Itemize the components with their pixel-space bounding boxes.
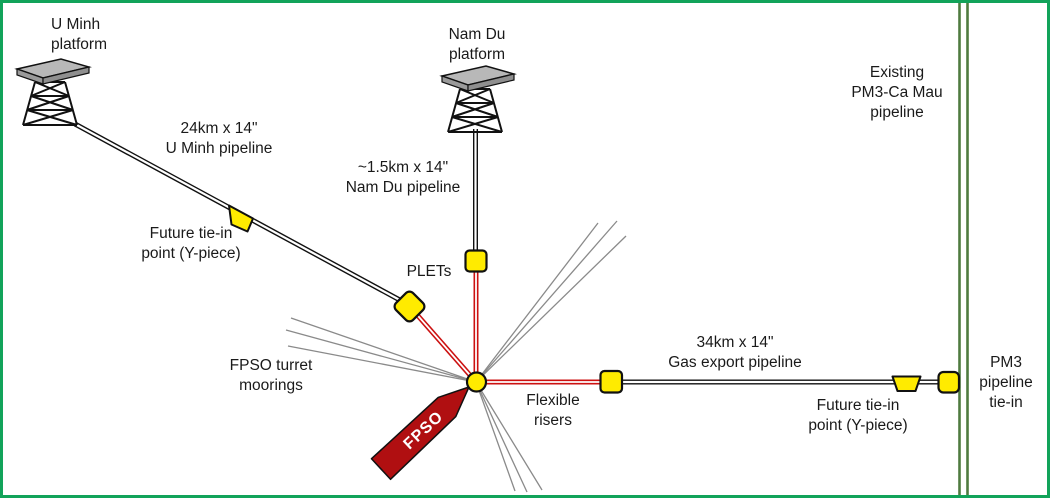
mooring-line xyxy=(475,222,599,383)
gas-export-pipeline-label: 34km x 14" Gas export pipeline xyxy=(668,334,802,371)
tie-in-diamond-marker xyxy=(393,290,426,323)
plet-marker-export xyxy=(599,369,624,394)
flexible-riser-lines xyxy=(410,263,611,385)
mooring-line xyxy=(475,381,516,492)
existing-pm3-pipeline-label: Existing PM3-Ca Mau pipeline xyxy=(851,64,943,121)
y-piece-marker-east xyxy=(891,375,922,392)
plets-label: PLETs xyxy=(406,263,452,280)
fpso-turret-moorings-label: FPSO turret moorings xyxy=(229,357,313,394)
mooring-line xyxy=(290,317,477,383)
riser-line xyxy=(410,307,478,384)
flexible-risers-label: Flexible risers xyxy=(526,392,580,429)
nam-du-pipeline-label: ~1.5km x 14" Nam Du pipeline xyxy=(345,159,461,196)
future-tie-in-east-label: Future tie-in point (Y-piece) xyxy=(808,397,908,434)
turret-buoy-icon xyxy=(465,371,488,393)
mooring-line xyxy=(285,329,477,383)
fpso-vessel-icon xyxy=(370,386,470,481)
y-piece-marker-west xyxy=(228,204,254,233)
u-minh-pipeline-label: 24km x 14" U Minh pipeline xyxy=(165,120,273,157)
mooring-line xyxy=(475,381,543,491)
mooring-line xyxy=(475,220,618,383)
nam-du-platform-icon xyxy=(441,65,515,133)
diagram-graphics xyxy=(16,3,969,495)
mooring-line xyxy=(287,345,477,383)
pm3-pipeline-tie-in-label: PM3 pipeline tie-in xyxy=(979,354,1033,411)
nam-du-platform-label: Nam Du platform xyxy=(448,26,506,63)
pm3-tie-in-marker xyxy=(937,370,961,394)
fpso-mooring-lines xyxy=(285,220,627,493)
pm3-ca-mau-pipeline-line xyxy=(958,3,969,495)
u-minh-platform-label: U Minh platform xyxy=(51,16,107,53)
u-minh-platform-icon xyxy=(16,58,90,126)
plet-marker-nam-du xyxy=(464,249,488,273)
mooring-line xyxy=(475,235,627,383)
future-tie-in-west-label: Future tie-in point (Y-piece) xyxy=(141,225,241,262)
mooring-line xyxy=(475,381,528,493)
